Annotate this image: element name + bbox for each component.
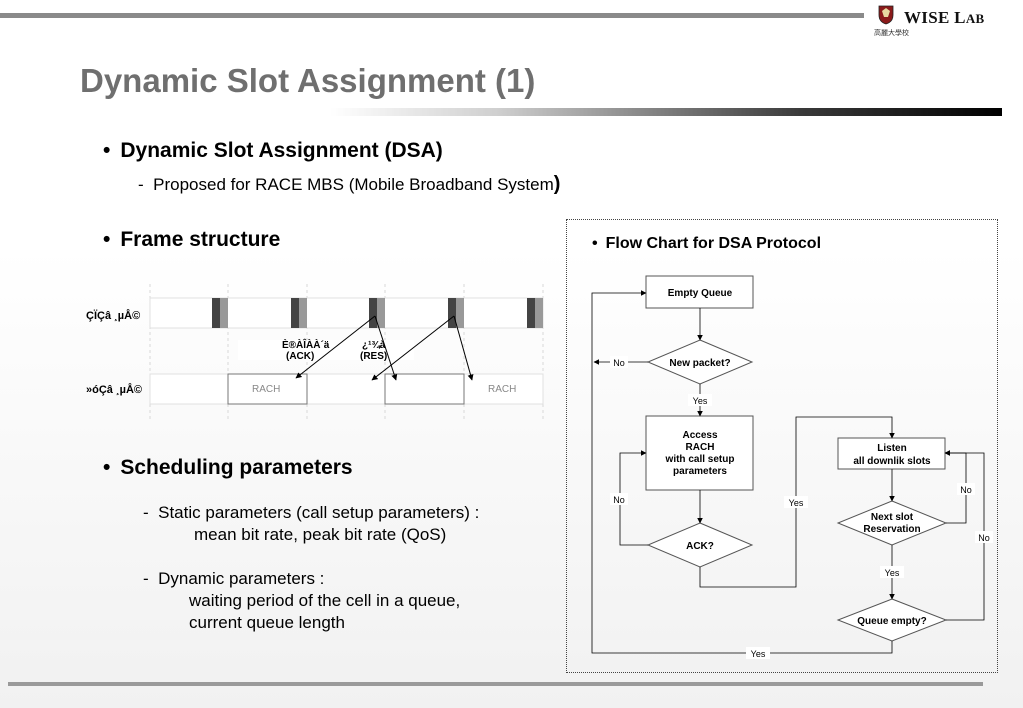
access-line-4: parameters <box>673 466 727 477</box>
downlink-control-slots <box>212 298 543 328</box>
flowchart-title-text: Flow Chart for DSA Protocol <box>605 235 822 252</box>
dsa-sub-text: Proposed for RACE MBS (Mobile Broadband … <box>153 175 554 194</box>
ack-label: (ACK) <box>286 351 314 362</box>
res-garbled-label: ¿¹¾à <box>362 340 386 351</box>
res-label: (RES) <box>360 351 387 362</box>
queue-empty-label: Queue empty? <box>857 616 926 627</box>
label-no-ack: No <box>613 495 625 505</box>
bullet-scheduling: • Scheduling parameters <box>103 456 353 480</box>
dynamic-line-2: current queue length <box>189 613 345 632</box>
bottom-rule <box>8 682 983 686</box>
control-slot-light <box>220 298 228 328</box>
next-frame-arrow <box>453 315 474 381</box>
next-slot-line-1: Next slot <box>871 512 914 523</box>
logo-subtext: 高麗大學校 <box>874 30 909 37</box>
uplink-slot-3 <box>384 373 465 405</box>
ack-res-label-bg <box>238 340 414 360</box>
page-title: Dynamic Slot Assignment (1) <box>80 62 536 99</box>
static-label: Static parameters (call setup parameters… <box>158 503 480 522</box>
bullet-dot: • <box>103 228 111 251</box>
rach-label-1: RACH <box>252 384 280 395</box>
res-arrow <box>374 315 398 381</box>
ack-arrow <box>295 315 376 379</box>
label-yes-queue: Yes <box>751 649 766 659</box>
control-slot-dark <box>448 298 456 328</box>
label-no-newpacket: No <box>613 358 625 368</box>
downlink-label: ÇÏÇâ ¸µÅ© <box>86 309 140 322</box>
control-slot-dark <box>527 298 535 328</box>
rach-label-2: RACH <box>488 384 516 395</box>
label-yes-next: Yes <box>885 568 900 578</box>
dsa-sub-dash: - <box>138 175 144 194</box>
logo-text-small: AB <box>965 11 985 26</box>
dynamic-label: Dynamic parameters : <box>158 569 325 588</box>
top-rule <box>0 13 864 18</box>
control-slot-dark <box>291 298 299 328</box>
bullet-dot: • <box>592 235 598 252</box>
dynamic-line-1: waiting period of the cell in a queue, <box>189 591 461 610</box>
next-slot-line-2: Reservation <box>863 524 920 535</box>
access-rach-box <box>645 415 754 491</box>
flowchart-title: • Flow Chart for DSA Protocol <box>592 235 821 253</box>
logo-text: WISE LAB <box>904 8 984 28</box>
dynamic-dash: - <box>143 569 149 588</box>
bullet-frame: • Frame structure <box>103 228 280 252</box>
bullet-dot: • <box>103 139 111 162</box>
ack-decision-label: ACK? <box>686 541 714 552</box>
listen-box <box>837 437 946 470</box>
uplink-label: »óÇâ ¸µÅ© <box>86 383 142 396</box>
bullet-dsa: • Dynamic Slot Assignment (DSA) <box>103 139 443 163</box>
control-slot-dark <box>369 298 377 328</box>
control-slot-light <box>377 298 385 328</box>
uplink-frame <box>149 373 544 405</box>
access-line-1: Access <box>682 430 717 441</box>
bullet-dsa-text: Dynamic Slot Assignment (DSA) <box>120 139 443 162</box>
new-packet-label: New packet? <box>669 358 730 369</box>
listen-line-1: Listen <box>877 443 906 454</box>
label-yes-newpacket: Yes <box>693 396 708 406</box>
empty-queue-box <box>645 275 754 309</box>
frame-arrows <box>295 315 474 381</box>
access-line-3: with call setup <box>665 454 735 465</box>
university-crest-icon <box>878 5 894 25</box>
bullet-dot: • <box>103 456 111 479</box>
next-slot-decision <box>836 500 948 546</box>
static-values: mean bit rate, peak bit rate (QoS) <box>194 525 447 544</box>
title-rule <box>330 108 1002 116</box>
control-slot-dark <box>212 298 220 328</box>
dsa-sub-paren: ) <box>553 173 561 195</box>
static-params: - Static parameters (call setup paramete… <box>143 503 479 523</box>
bullet-frame-text: Frame structure <box>120 228 281 251</box>
wise-lab-logo: WISE LAB 高麗大學校 <box>874 2 1020 42</box>
control-slot-light <box>456 298 464 328</box>
label-no-queue: No <box>978 533 990 543</box>
dynamic-params: - Dynamic parameters : <box>143 569 324 589</box>
reservation-arrow <box>371 315 455 381</box>
uplink-rach-slot-1 <box>227 373 308 405</box>
label-yes-ack: Yes <box>789 498 804 508</box>
empty-queue-label: Empty Queue <box>668 288 733 299</box>
dsa-subpoint: - Proposed for RACE MBS (Mobile Broadban… <box>138 173 560 196</box>
ack-garbled-label: È®ÀÎÀÀ´ä <box>282 338 330 351</box>
logo-text-main: WISE L <box>904 8 966 27</box>
flowchart-box <box>566 219 998 673</box>
connector-yes-queue <box>591 290 893 654</box>
listen-line-2: all downlik slots <box>853 456 931 467</box>
control-slot-light <box>299 298 307 328</box>
bullet-scheduling-text: Scheduling parameters <box>120 456 353 479</box>
static-dash: - <box>143 503 149 522</box>
control-slot-light <box>535 298 543 328</box>
access-line-2: RACH <box>686 442 715 453</box>
label-no-next: No <box>960 485 972 495</box>
